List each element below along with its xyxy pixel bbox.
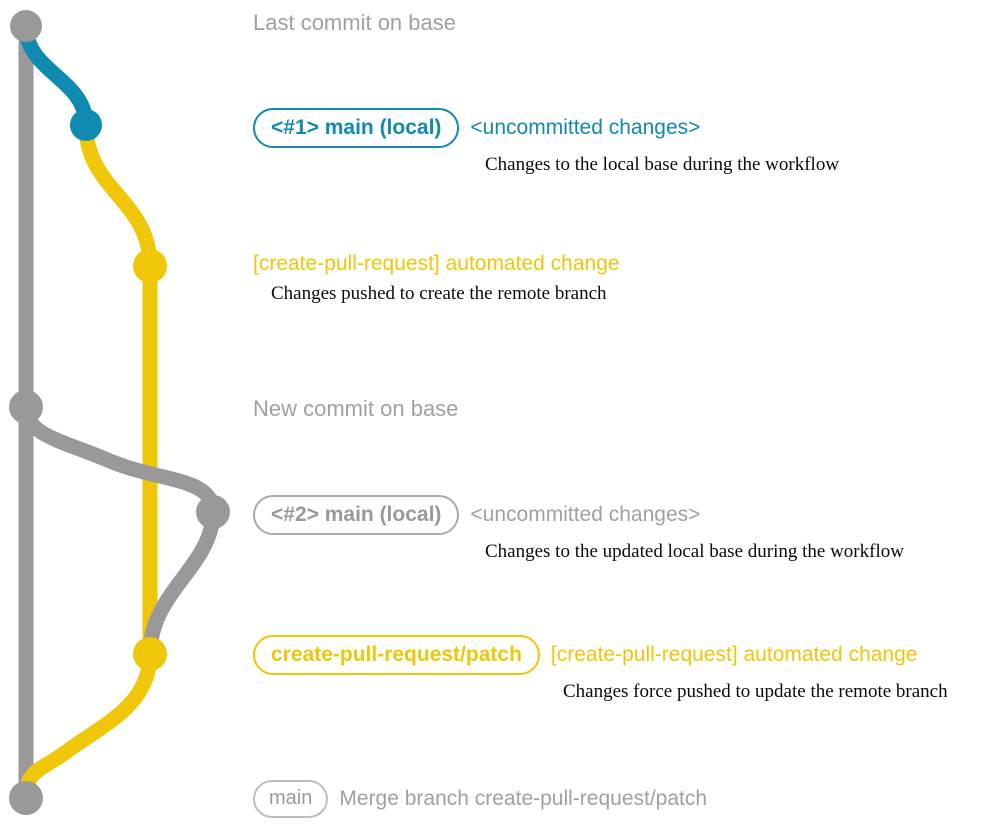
row-head: [create-pull-request] automated change bbox=[253, 251, 620, 277]
commit-node-local-1[interactable] bbox=[70, 109, 102, 141]
edge-local2-to-patch2 bbox=[142, 504, 221, 662]
branch-pill-main-local-1[interactable]: <#1> main (local) bbox=[253, 108, 460, 148]
commit-note-patch-1: Changes pushed to create the remote bran… bbox=[271, 283, 607, 304]
commit-note-local-1: Changes to the local base during the wor… bbox=[485, 154, 840, 175]
commit-row-local-2: <#2> main (local) <uncommitted changes> … bbox=[253, 495, 904, 564]
commit-node-base-new[interactable] bbox=[9, 390, 43, 424]
commit-node-base-last[interactable] bbox=[10, 10, 42, 42]
commit-title-label: New commit on base bbox=[253, 396, 459, 421]
commit-row-new-commit-on-base: New commit on base bbox=[253, 396, 458, 422]
row-head: New commit on base bbox=[253, 396, 458, 422]
edge-patch2-to-merge bbox=[18, 646, 158, 806]
commit-message-local-2: <uncommitted changes> bbox=[470, 503, 701, 526]
branch-pill-main[interactable]: main bbox=[253, 780, 329, 818]
row-head: <#2> main (local) <uncommitted changes> bbox=[253, 495, 700, 535]
commit-node-patch-2[interactable] bbox=[133, 637, 167, 671]
commit-node-patch-1[interactable] bbox=[133, 249, 167, 283]
row-head: <#1> main (local) <uncommitted changes> bbox=[253, 108, 700, 148]
commit-row-local-1: <#1> main (local) <uncommitted changes> … bbox=[253, 108, 839, 177]
branch-pill-main-local-2[interactable]: <#2> main (local) bbox=[253, 495, 460, 535]
commit-title-label: Last commit on base bbox=[253, 10, 456, 35]
commit-note-local-2: Changes to the updated local base during… bbox=[485, 541, 904, 562]
commit-row-merge: main Merge branch create-pull-request/pa… bbox=[253, 780, 707, 818]
commit-node-base-merge[interactable] bbox=[9, 781, 43, 815]
row-head: Last commit on base bbox=[253, 10, 456, 36]
edge-basenew-to-local2 bbox=[18, 399, 221, 520]
commit-row-last-commit-on-base: Last commit on base bbox=[253, 10, 456, 36]
commit-node-local-2[interactable] bbox=[196, 495, 230, 529]
commit-note-patch-2: Changes force pushed to update the remot… bbox=[563, 681, 948, 702]
commit-row-patch-1: [create-pull-request] automated change C… bbox=[253, 251, 620, 306]
branch-pill-create-pull-request-patch[interactable]: create-pull-request/patch bbox=[253, 635, 540, 675]
commit-message-patch-1: [create-pull-request] automated change bbox=[253, 252, 620, 275]
row-head: main Merge branch create-pull-request/pa… bbox=[253, 780, 707, 818]
edge-local1-to-patch1 bbox=[78, 117, 158, 274]
commit-message-local-1: <uncommitted changes> bbox=[470, 116, 701, 139]
commit-row-patch-2: create-pull-request/patch [create-pull-r… bbox=[253, 635, 948, 704]
commit-message-patch-2: [create-pull-request] automated change bbox=[550, 643, 918, 666]
commit-message-merge: Merge branch create-pull-request/patch bbox=[339, 787, 708, 810]
row-head: create-pull-request/patch [create-pull-r… bbox=[253, 635, 917, 675]
